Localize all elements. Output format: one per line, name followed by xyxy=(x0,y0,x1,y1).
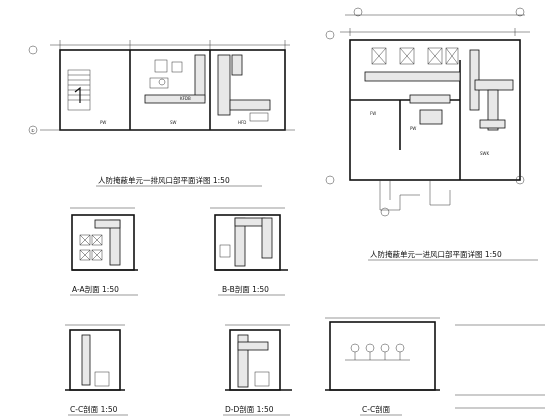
title-block-lines xyxy=(455,324,545,409)
exhaust-duct xyxy=(144,54,271,116)
section-dd-drawing xyxy=(225,324,292,391)
section-aa-drawing xyxy=(70,207,138,271)
svg-text:SWK: SWK xyxy=(480,151,489,156)
intake-plan-title: 人防掩蔽单元一进风口部平面详图 1:50 xyxy=(370,249,502,259)
section-cc2-title: C-C剖面 xyxy=(362,404,391,414)
filter-units xyxy=(371,47,459,65)
svg-text:PW: PW xyxy=(410,126,416,131)
exhaust-plan: PW SW HFD KFDB ① xyxy=(28,40,295,135)
intake-duct xyxy=(364,49,514,131)
svg-text:FW: FW xyxy=(370,111,376,116)
section-cc-title: C-C剖面 1:50 xyxy=(70,404,118,414)
section-aa-title: A-A剖面 1:50 xyxy=(72,284,119,294)
svg-text:SW: SW xyxy=(170,120,177,125)
stair-symbol xyxy=(67,69,91,111)
svg-text:①: ① xyxy=(31,128,35,133)
section-bb-title: B-B剖面 1:50 xyxy=(222,284,269,294)
section-cc-drawing xyxy=(65,324,125,391)
svg-text:KFDB: KFDB xyxy=(180,96,191,101)
section-dd-title: D-D剖面 1:50 xyxy=(225,404,274,414)
section-cc2-drawing xyxy=(325,317,440,391)
exhaust-plan-title: 人防掩蔽单元一排风口部平面详图 1:50 xyxy=(98,175,230,185)
intake-plan: PW FW SWK xyxy=(325,7,530,217)
svg-text:PW: PW xyxy=(100,120,106,125)
section-bb-drawing xyxy=(210,207,288,271)
svg-text:HFD: HFD xyxy=(238,120,246,125)
